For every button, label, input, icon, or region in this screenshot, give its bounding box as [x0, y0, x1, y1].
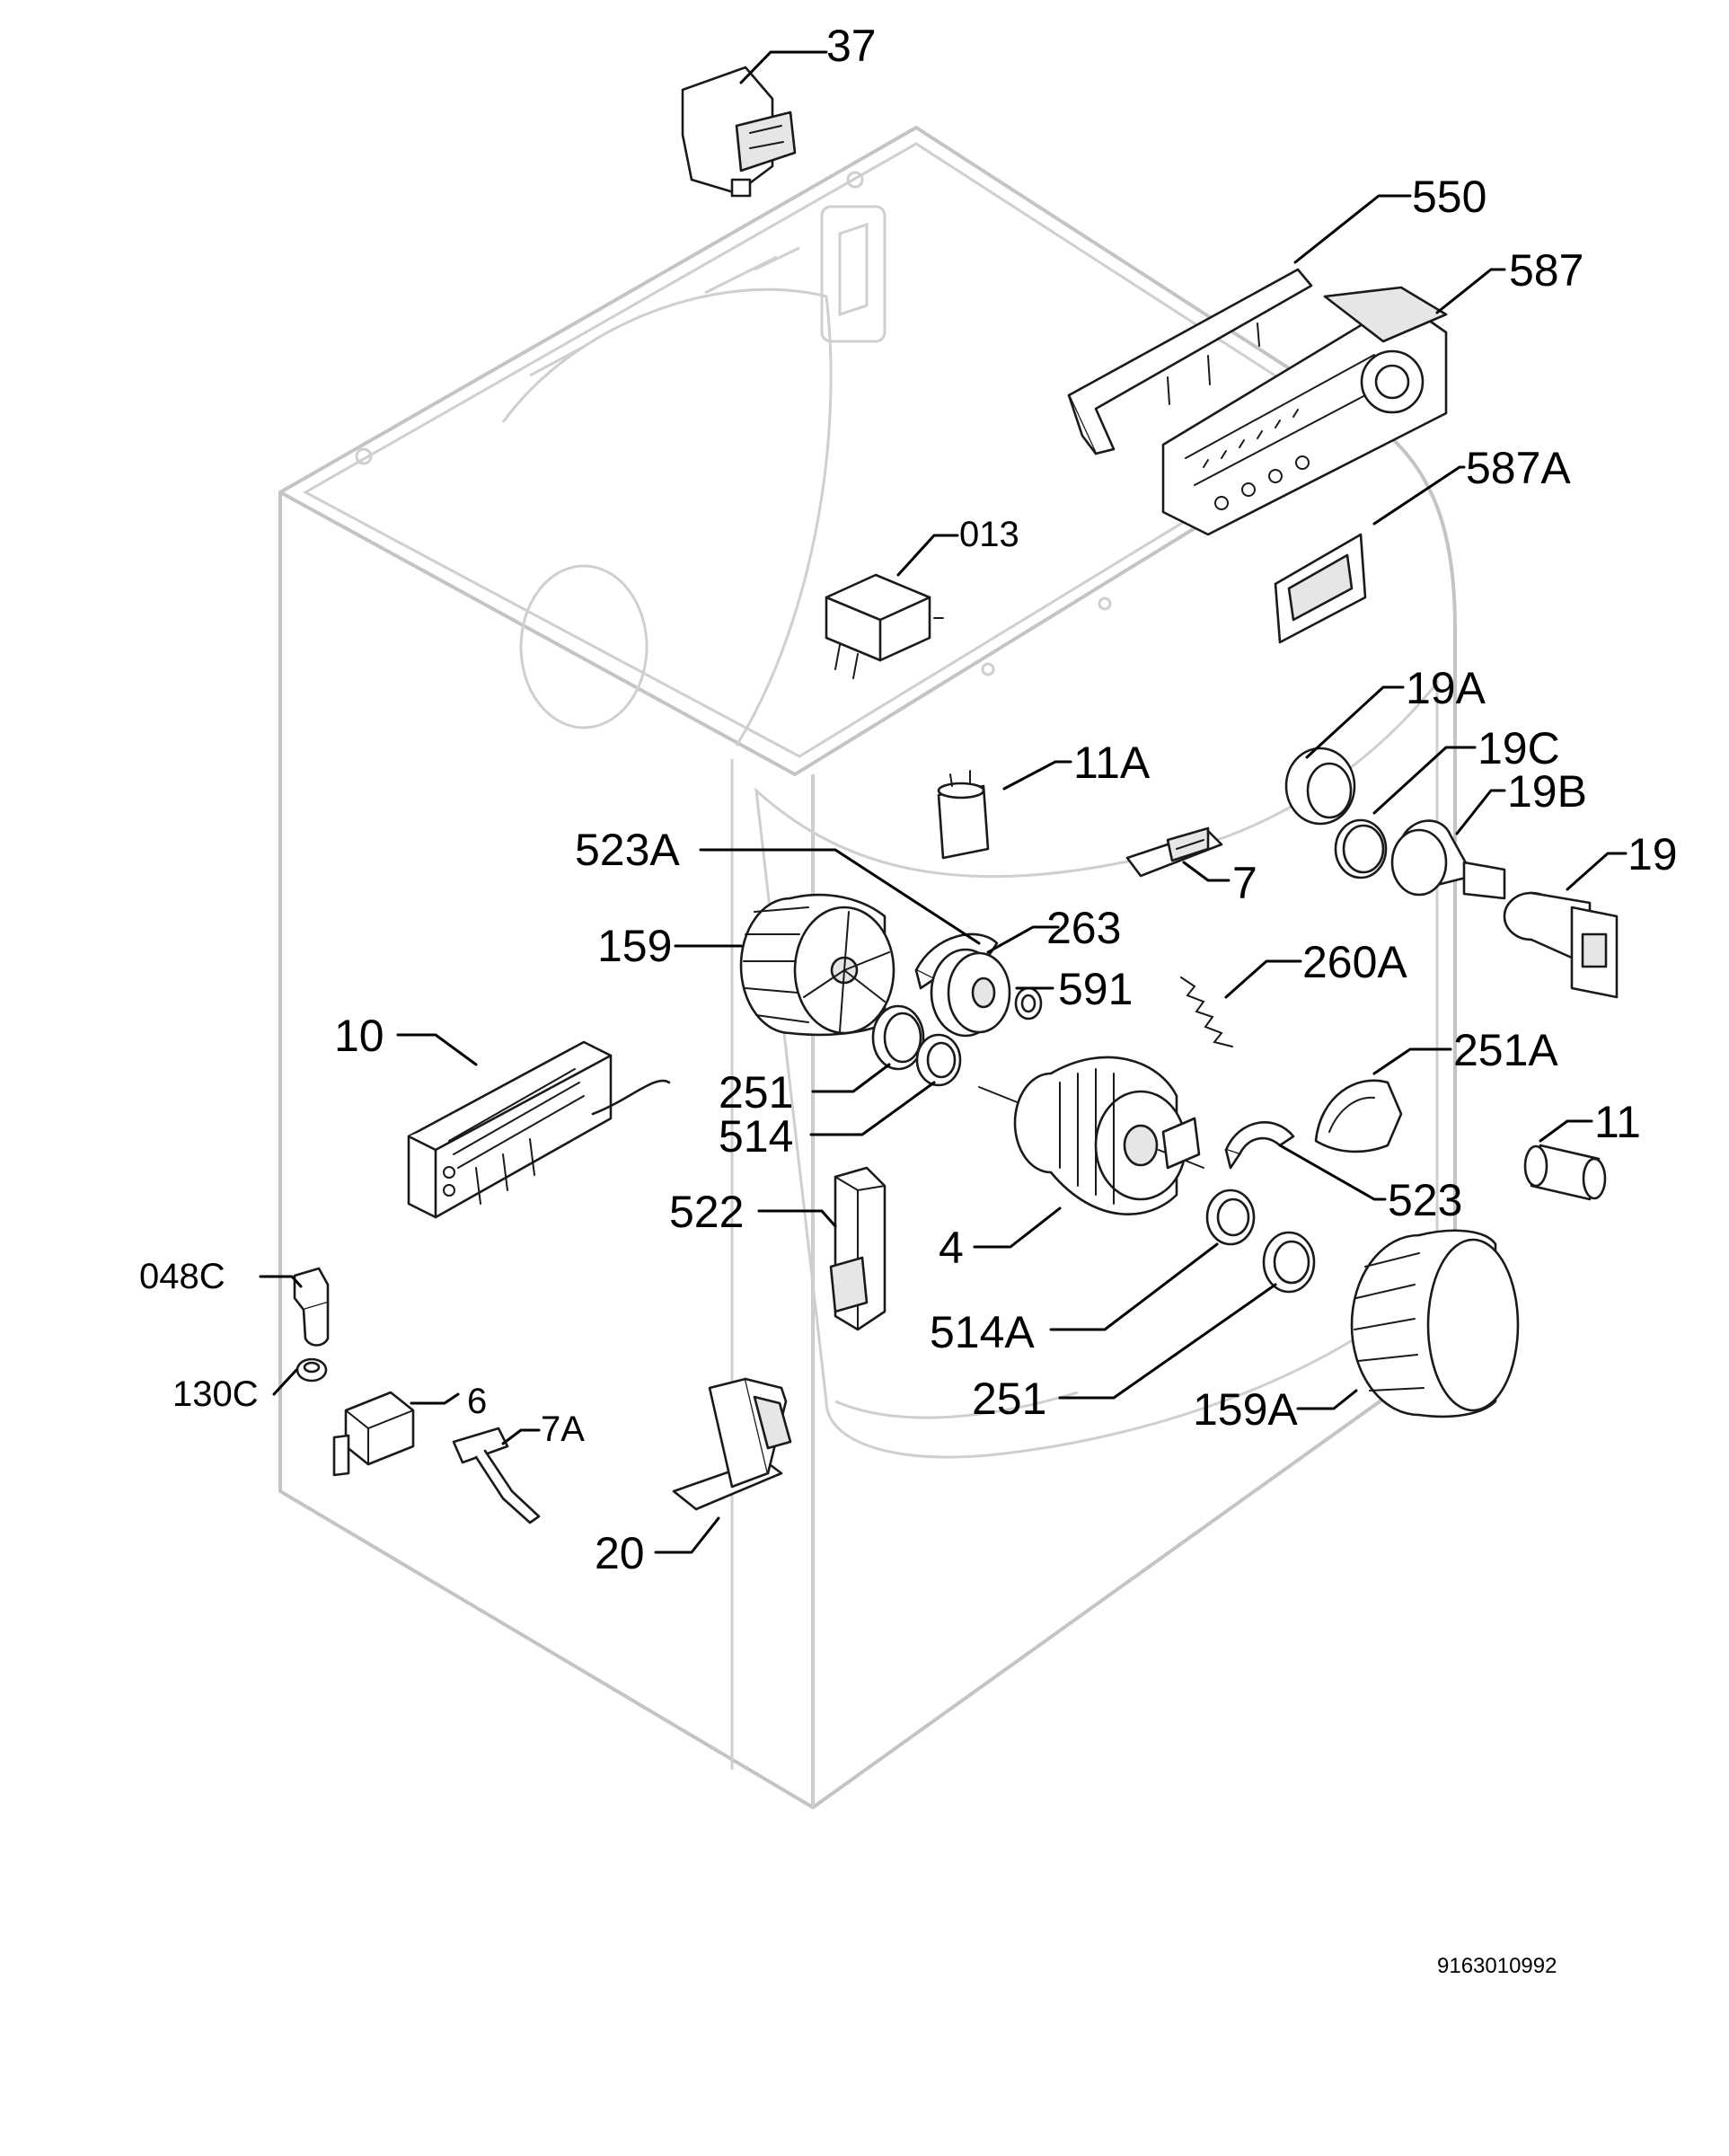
label-260A: 260A [1302, 937, 1407, 987]
part-19C-gasket [1334, 818, 1388, 879]
part-7-thermostat [1125, 826, 1223, 878]
part-11A-capacitor [937, 770, 990, 860]
label-263: 263 [1046, 903, 1121, 953]
part-263-pulley [930, 948, 1011, 1038]
part-013-filter [825, 573, 944, 679]
label-013: 013 [959, 515, 1019, 554]
part-159A-fan-wheel [1350, 1229, 1520, 1418]
label-159A: 159A [1193, 1384, 1298, 1435]
part-587A-board [1274, 533, 1367, 644]
part-522-module [829, 1166, 887, 1331]
label-251A: 251A [1453, 1025, 1558, 1075]
label-6: 6 [467, 1382, 487, 1421]
part-19A-lamp-cover [1284, 747, 1356, 826]
part-159-fan-wheel [739, 893, 895, 1037]
label-514A: 514A [930, 1307, 1035, 1357]
part-550-control-cover [1067, 268, 1313, 455]
label-4: 4 [939, 1223, 964, 1273]
label-11: 11 [1594, 1097, 1641, 1147]
label-19: 19 [1628, 829, 1678, 879]
part-251A-fan-cover [1314, 1079, 1403, 1153]
label-19A: 19A [1406, 663, 1486, 713]
leader-lines [259, 50, 1628, 1554]
part-10-heating-element [407, 1040, 671, 1219]
part-587-control-board [1161, 286, 1448, 536]
part-130C-grommet [296, 1357, 328, 1383]
label-159: 159 [597, 921, 672, 971]
label-11A: 11A [1073, 738, 1151, 788]
label-550: 550 [1412, 172, 1486, 222]
part-591-washer [1014, 986, 1043, 1021]
label-7: 7 [1232, 858, 1257, 908]
part-514-ring [915, 1033, 962, 1087]
label-522: 522 [669, 1187, 744, 1237]
part-6-switch [332, 1391, 415, 1477]
part-labels: 37 550 587 587A 013 19A 19C 19B 19 11A 5… [139, 21, 1678, 1578]
label-37: 37 [826, 21, 877, 71]
part-20-lever [672, 1377, 792, 1511]
part-251-upper-seal [871, 1004, 925, 1071]
part-37-door-lock [681, 66, 797, 198]
part-7A-microswitch [452, 1427, 541, 1524]
label-130C: 130C [172, 1374, 259, 1414]
part-048C-sensor [293, 1267, 330, 1347]
label-514: 514 [719, 1111, 793, 1162]
label-20: 20 [595, 1528, 645, 1578]
part-260A-spring [1180, 976, 1233, 1047]
label-10: 10 [334, 1011, 384, 1061]
part-19-lamp-socket [1503, 891, 1619, 999]
label-251-upper: 251 [719, 1067, 793, 1118]
dryer-cabinet [278, 126, 1457, 1809]
part-514A-ring [1205, 1188, 1256, 1246]
part-19B-lamp-holder [1390, 819, 1506, 900]
label-523A: 523A [575, 825, 680, 875]
part-251-lower-seal [1262, 1231, 1316, 1294]
label-523: 523 [1388, 1175, 1462, 1225]
label-19C: 19C [1478, 723, 1560, 773]
label-048C: 048C [139, 1257, 225, 1296]
part-523-bracket [1224, 1121, 1295, 1170]
part-11-capacitor [1523, 1144, 1607, 1201]
label-19B: 19B [1507, 766, 1587, 817]
label-7A: 7A [541, 1409, 585, 1449]
label-251-lower: 251 [972, 1374, 1046, 1424]
part-4-motor [978, 1056, 1204, 1215]
label-587: 587 [1509, 245, 1583, 296]
label-591: 591 [1058, 964, 1133, 1014]
label-587A: 587A [1466, 443, 1571, 493]
diagram-code: 9163010992 [1437, 1954, 1557, 1978]
